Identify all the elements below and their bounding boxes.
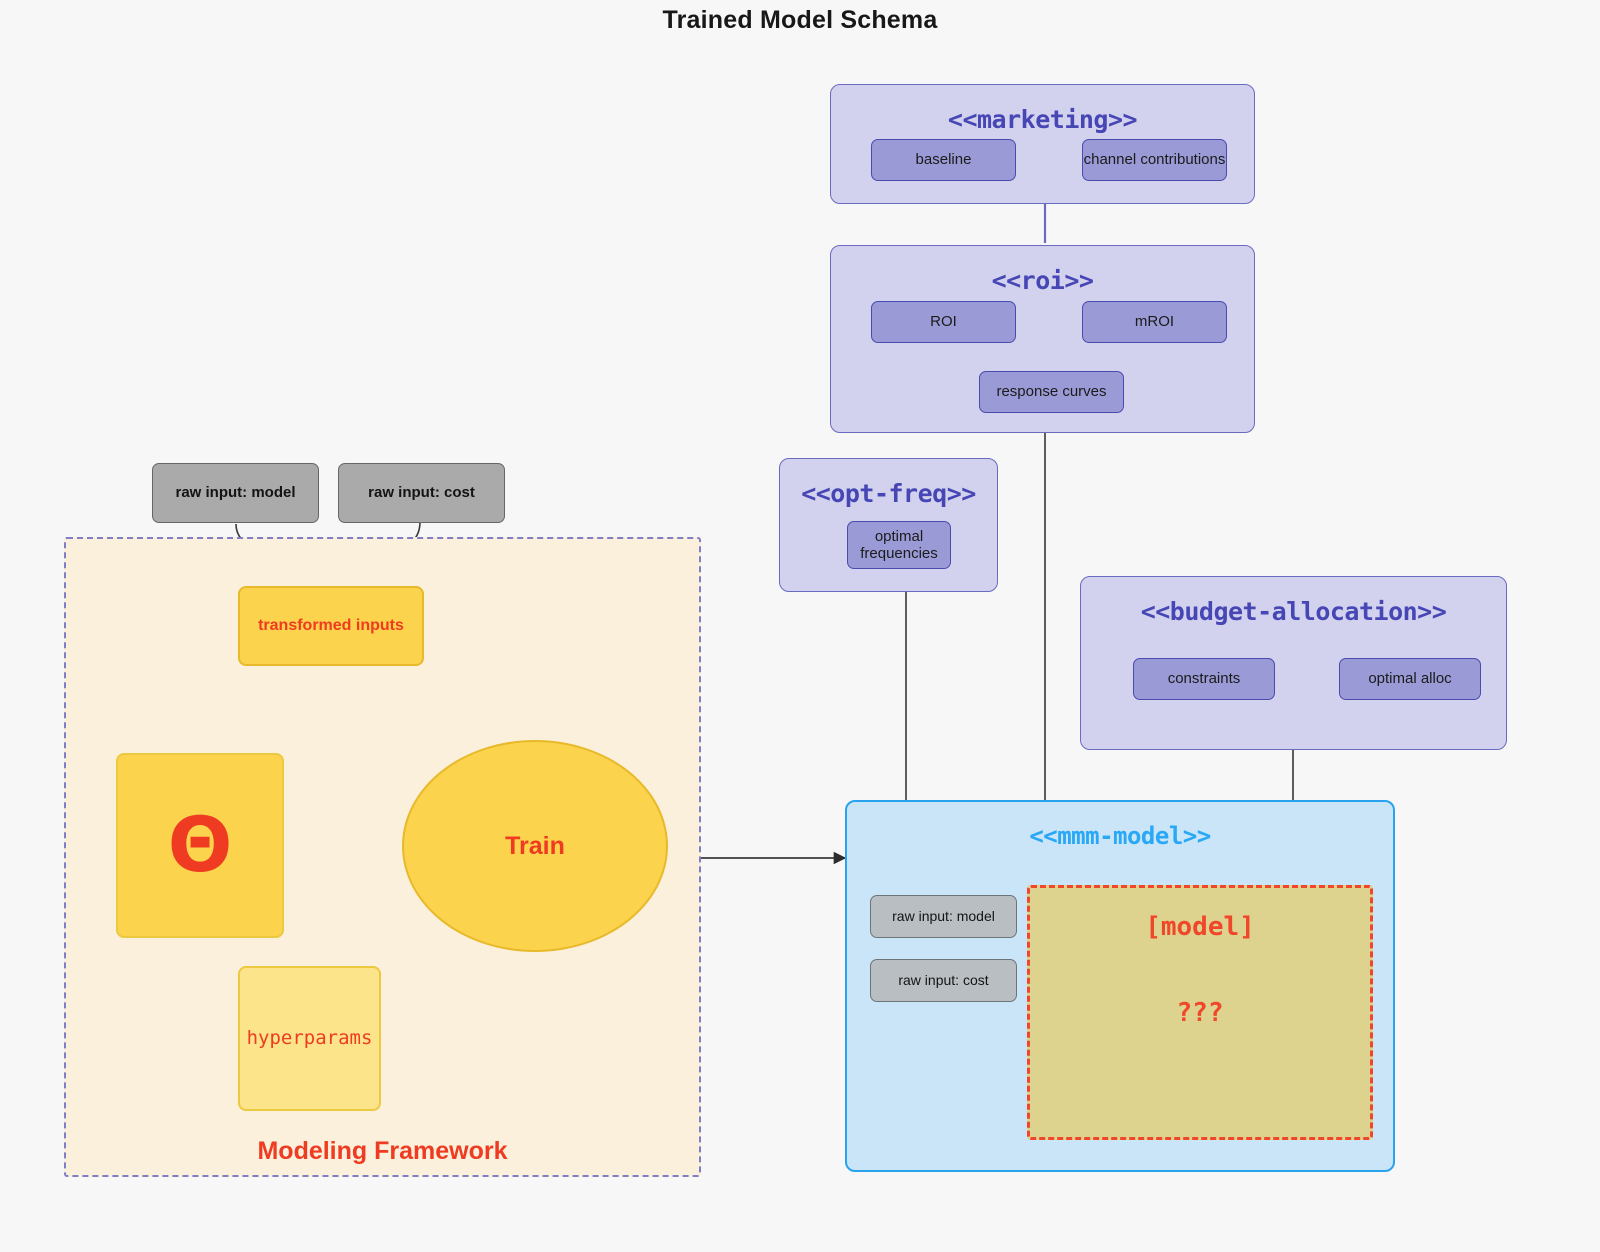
node-mroi[interactable]: mROI (1075, 294, 1227, 343)
package-opt-freq-title: <<opt-freq>> (801, 479, 976, 508)
package-mmm-model[interactable]: <<mmm-model>> raw input: model raw input… (845, 800, 1395, 1172)
node-optimal-alloc-label: optimal alloc (1368, 670, 1452, 688)
node-response-curves-label: response curves (996, 383, 1107, 401)
model-placeholder-label: [model] (1145, 912, 1255, 942)
node-mmm-raw-input-model-label: raw input: model (892, 908, 995, 925)
node-baseline[interactable]: baseline (864, 132, 1016, 181)
node-optimal-frequencies-label-line2: frequencies (860, 545, 938, 562)
node-optimal-frequencies[interactable]: optimal frequencies (840, 514, 951, 569)
transformed-inputs-card[interactable]: transformed inputs (232, 580, 424, 666)
theta-card[interactable]: Θ (110, 747, 284, 938)
model-placeholder-box[interactable]: [model] ??? (1027, 885, 1373, 1140)
package-opt-freq[interactable]: <<opt-freq>> optimal frequencies (779, 458, 998, 592)
node-mmm-raw-input-model[interactable]: raw input: model (863, 888, 1017, 938)
hyperparams-label: hyperparams (246, 1027, 373, 1050)
node-response-curves[interactable]: response curves (972, 364, 1124, 413)
package-marketing[interactable]: <<marketing>> baseline channel contribut… (830, 84, 1255, 204)
package-budget-allocation-title: <<budget-allocation>> (1140, 597, 1447, 626)
node-constraints-label: constraints (1167, 670, 1241, 688)
node-baseline-label: baseline (915, 151, 972, 169)
package-mmm-model-title: <<mmm-model>> (1029, 822, 1211, 850)
theta-symbol: Θ (167, 800, 233, 890)
node-optimal-frequencies-label-line1: optimal (874, 527, 924, 545)
package-roi-title: <<roi>> (991, 266, 1094, 295)
page-title: Trained Model Schema (662, 6, 938, 34)
node-channel-contributions[interactable]: channel contributions (1075, 132, 1227, 181)
package-budget-allocation[interactable]: <<budget-allocation>> constraints optima… (1080, 576, 1507, 750)
node-optimal-alloc[interactable]: optimal alloc (1332, 651, 1481, 700)
raw-input-cost-label: raw input: cost (368, 484, 475, 502)
node-roi[interactable]: ROI (864, 294, 1016, 343)
node-constraints[interactable]: constraints (1126, 651, 1275, 700)
node-mmm-raw-input-cost-label: raw input: cost (898, 972, 989, 989)
package-roi[interactable]: <<roi>> ROI mROI response curves (830, 245, 1255, 433)
raw-input-model-label: raw input: model (175, 484, 296, 502)
modeling-framework-label: Modeling Framework (257, 1137, 508, 1165)
raw-input-cost-card[interactable]: raw input: cost (331, 456, 505, 523)
node-roi-label: ROI (930, 313, 957, 331)
node-mmm-raw-input-cost[interactable]: raw input: cost (863, 952, 1017, 1002)
node-channel-contributions-label: channel contributions (1083, 151, 1226, 169)
model-placeholder-unknown: ??? (1176, 998, 1224, 1028)
raw-input-model-card[interactable]: raw input: model (145, 456, 319, 523)
package-marketing-title: <<marketing>> (947, 105, 1138, 134)
hyperparams-card[interactable]: hyperparams (232, 960, 381, 1111)
node-mroi-label: mROI (1134, 313, 1175, 331)
transformed-inputs-label: transformed inputs (258, 616, 404, 634)
train-process-label: Train (505, 831, 565, 860)
train-process-node[interactable]: Train (402, 740, 668, 952)
